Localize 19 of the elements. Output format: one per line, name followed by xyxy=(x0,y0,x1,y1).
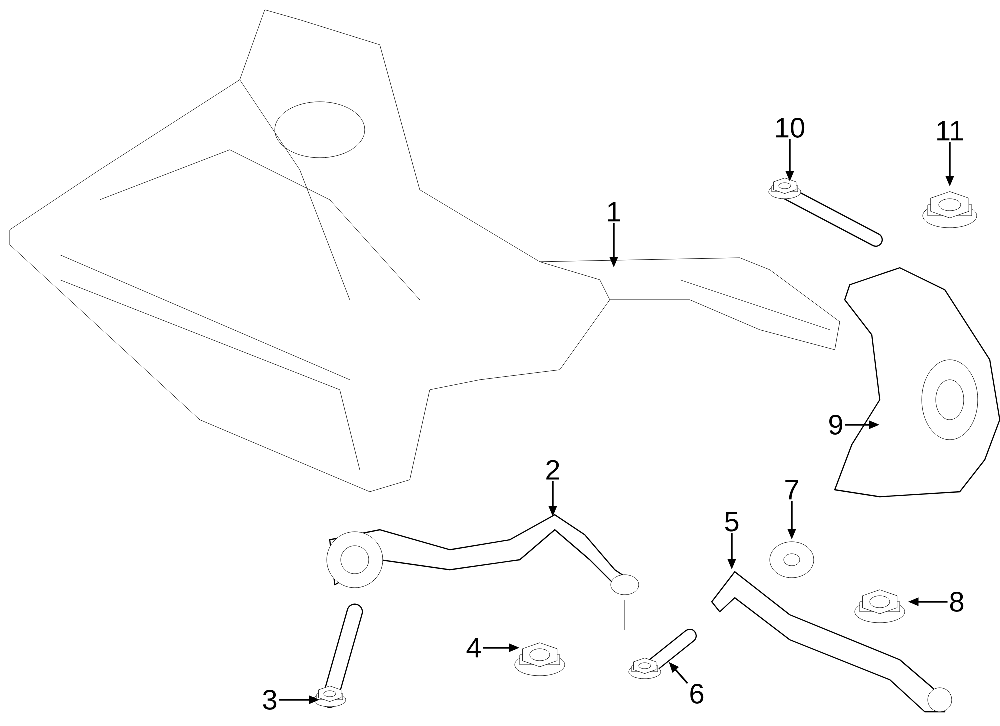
callout-number: 3 xyxy=(263,690,277,710)
callout-number: 6 xyxy=(690,684,704,704)
callout-number: 4 xyxy=(466,638,481,658)
callout-number: 9 xyxy=(830,415,842,435)
callout-number: 5 xyxy=(725,512,739,532)
nut-drawing xyxy=(922,192,978,228)
callout-number: 11 xyxy=(938,121,964,141)
callout-number: 10 xyxy=(776,118,805,138)
control-arm-drawing xyxy=(326,514,640,630)
nut-drawing xyxy=(854,590,906,624)
bolt-drawing xyxy=(314,604,364,708)
callout-number: 1 xyxy=(608,202,620,222)
callout-number: 2 xyxy=(546,460,560,480)
nut-drawing xyxy=(514,642,566,676)
callout-number: 7 xyxy=(786,480,798,500)
bolt-drawing xyxy=(628,628,698,680)
bushing-drawing xyxy=(770,542,814,578)
callout-number: 8 xyxy=(950,592,964,612)
bolt-drawing xyxy=(768,178,884,248)
